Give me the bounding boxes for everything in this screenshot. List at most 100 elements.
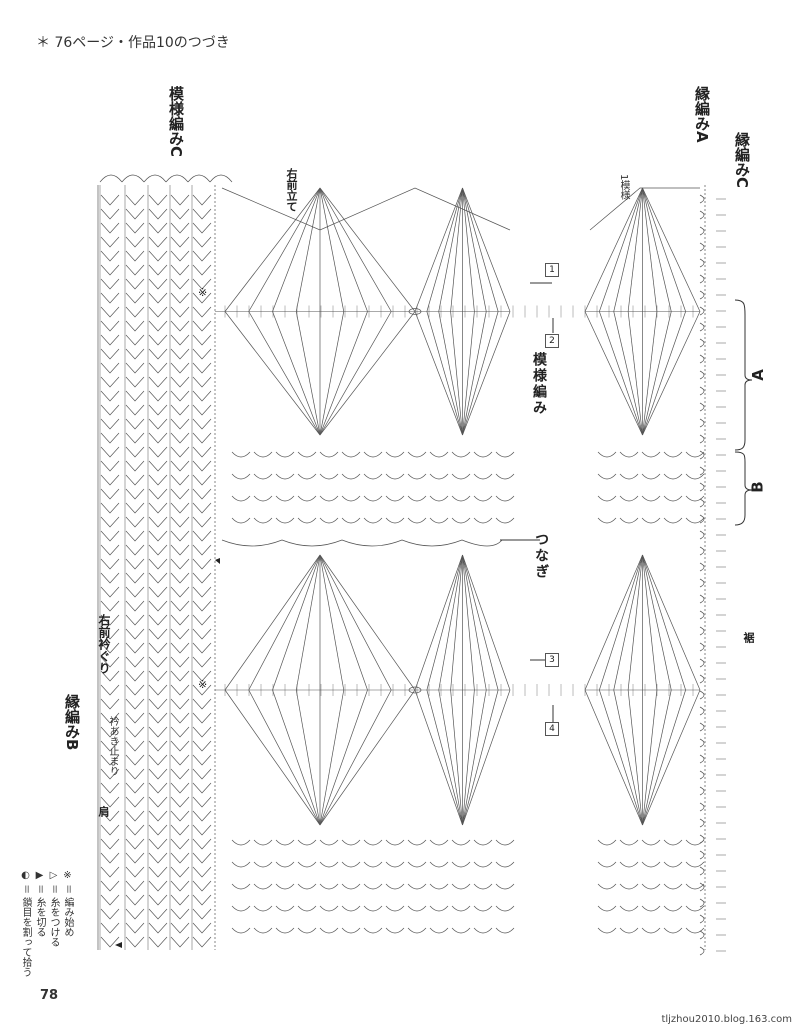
shell <box>495 839 515 846</box>
v-stitch <box>192 642 212 654</box>
v-stitch <box>192 754 212 766</box>
v-stitch <box>100 628 120 640</box>
shell <box>319 927 339 934</box>
shell <box>253 517 273 524</box>
v-stitch <box>100 796 120 808</box>
fan-line <box>319 689 345 826</box>
shell <box>619 839 639 846</box>
fan-line <box>462 187 499 312</box>
v-stitch <box>125 614 145 626</box>
v-stitch <box>100 334 120 346</box>
shell <box>685 927 705 934</box>
v-stitch <box>125 250 145 262</box>
shell <box>297 495 317 502</box>
v-stitch <box>125 782 145 794</box>
picot <box>699 866 705 876</box>
v-stitch <box>148 684 168 696</box>
shell <box>451 517 471 524</box>
shell <box>253 927 273 934</box>
picot <box>699 290 705 300</box>
v-stitch <box>148 502 168 514</box>
picot <box>699 210 705 220</box>
shell <box>641 927 661 934</box>
shell <box>451 473 471 480</box>
v-stitch <box>100 754 120 766</box>
shell <box>407 473 427 480</box>
picot <box>699 754 705 764</box>
start-arrow-icon <box>115 942 122 948</box>
page-header: ＊ 76ページ・作品10のつづき <box>36 35 230 51</box>
shell <box>451 451 471 458</box>
v-stitch <box>100 614 120 626</box>
v-stitch <box>125 754 145 766</box>
shell <box>363 905 383 912</box>
v-stitch <box>170 866 190 878</box>
shell <box>663 905 683 912</box>
v-stitch <box>148 852 168 864</box>
v-stitch <box>192 558 212 570</box>
shell <box>685 495 705 502</box>
picot <box>699 306 705 316</box>
fan-line <box>584 554 643 691</box>
v-stitch <box>192 600 212 612</box>
shell <box>597 861 617 868</box>
v-stitch <box>148 866 168 878</box>
fan-line <box>599 311 643 436</box>
shell <box>685 473 705 480</box>
shell <box>619 927 639 934</box>
v-stitch <box>148 796 168 808</box>
v-stitch <box>125 922 145 934</box>
shell <box>429 861 449 868</box>
marker-box-3: 3 <box>545 653 559 667</box>
v-stitch <box>125 586 145 598</box>
v-stitch <box>125 908 145 920</box>
fan-line <box>627 554 643 691</box>
fan-line <box>438 689 463 826</box>
v-stitch <box>192 698 212 710</box>
v-stitch <box>170 768 190 780</box>
fan-line <box>295 311 321 436</box>
v-stitch <box>170 754 190 766</box>
v-stitch <box>125 236 145 248</box>
v-stitch <box>125 404 145 416</box>
fan-line <box>613 689 643 826</box>
fan-line <box>248 689 321 826</box>
fan-line <box>319 689 416 826</box>
shell <box>407 905 427 912</box>
shell <box>641 883 661 890</box>
fan-line <box>319 554 368 691</box>
fan-line <box>642 689 672 826</box>
shell <box>253 451 273 458</box>
shell <box>619 861 639 868</box>
shell <box>597 905 617 912</box>
v-stitch <box>100 432 120 444</box>
fan-line <box>272 554 321 691</box>
picot <box>699 610 705 620</box>
shell <box>385 517 405 524</box>
v-stitch <box>100 600 120 612</box>
shell <box>597 517 617 524</box>
v-stitch <box>170 558 190 570</box>
shell <box>231 861 251 868</box>
v-stitch <box>192 488 212 500</box>
shell <box>473 495 493 502</box>
fan-line <box>319 311 392 436</box>
v-stitch <box>148 642 168 654</box>
v-stitch <box>192 880 212 892</box>
fan-line <box>642 554 672 691</box>
shell <box>253 839 273 846</box>
picot <box>699 498 705 508</box>
v-stitch <box>125 306 145 318</box>
v-stitch <box>148 810 168 822</box>
fan-line <box>462 311 475 436</box>
v-stitch <box>170 418 190 430</box>
v-stitch <box>192 614 212 626</box>
picot <box>699 642 705 652</box>
v-stitch <box>100 824 120 836</box>
v-stitch <box>148 544 168 556</box>
v-stitch <box>192 530 212 542</box>
shell <box>619 883 639 890</box>
v-stitch <box>125 698 145 710</box>
v-stitch <box>125 642 145 654</box>
shell <box>429 905 449 912</box>
